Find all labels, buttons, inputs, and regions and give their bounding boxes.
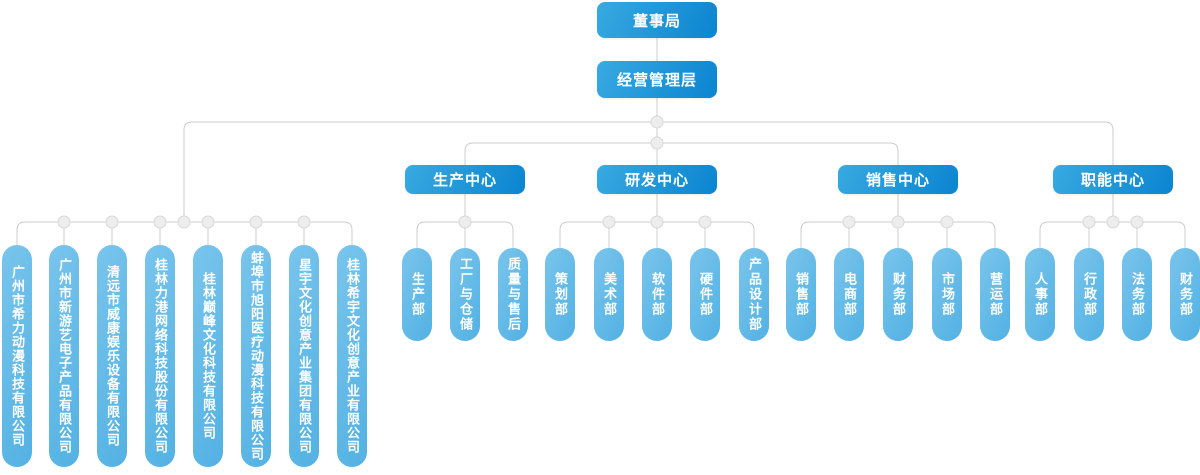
company-label: 桂林力港网络科技股份有限公司 [153,258,168,454]
node-rnd-center: 研发中心 [597,165,717,194]
node-board: 董事局 [597,2,717,38]
department-label: 财务部 [1178,272,1193,317]
node-sales-center: 销售中心 [838,165,958,194]
company-label: 桂林希宇文化创意产业有限公司 [345,258,360,454]
node-department: 软件部 [642,248,672,341]
department-label: 硬件部 [698,272,713,317]
node-company: 桂林希宇文化创意产业有限公司 [337,245,367,467]
node-department: 财务部 [883,248,913,341]
department-label: 软件部 [650,272,665,317]
node-company: 清远市威康娱乐设备有限公司 [97,245,127,467]
node-department: 行政部 [1074,248,1104,341]
junction-dots [57,115,1144,229]
company-label: 星宇文化创意产业集团有限公司 [297,258,312,454]
node-company: 星宇文化创意产业集团有限公司 [289,245,319,467]
company-label: 桂林巅峰文化科技有限公司 [201,272,216,440]
node-department: 产品设计部 [739,248,769,341]
node-department: 质量与售后 [498,248,528,341]
department-label: 电商部 [842,272,857,317]
department-label: 人事部 [1033,272,1048,317]
department-label: 产品设计部 [747,257,762,332]
node-department: 策划部 [545,248,575,341]
node-department: 美术部 [594,248,624,341]
node-department: 人事部 [1025,248,1055,341]
company-label: 蚌埠市旭阳医疗动漫科技有限公司 [249,251,264,461]
node-company: 广州市新游艺电子产品有限公司 [49,245,79,467]
department-label: 工厂与仓储 [458,257,473,332]
department-label: 质量与售后 [506,257,521,332]
node-company: 桂林力港网络科技股份有限公司 [145,245,175,467]
department-label: 策划部 [553,272,568,317]
node-company: 桂林巅峰文化科技有限公司 [193,245,223,467]
node-production-center: 生产中心 [405,165,525,194]
node-department: 电商部 [834,248,864,341]
node-department: 营运部 [980,248,1010,341]
department-label: 营运部 [988,272,1003,317]
department-label: 销售部 [794,272,809,317]
node-department: 法务部 [1122,248,1152,341]
node-management: 经营管理层 [597,61,717,98]
department-label: 市场部 [940,272,955,317]
department-label: 法务部 [1130,272,1145,317]
node-department: 硬件部 [690,248,720,341]
node-department: 工厂与仓储 [450,248,480,341]
company-label: 广州市希力动漫科技有限公司 [10,265,25,447]
department-label: 财务部 [891,272,906,317]
node-department: 市场部 [932,248,962,341]
node-department: 生产部 [402,248,432,341]
node-functional-center: 职能中心 [1053,165,1173,194]
company-label: 清远市威康娱乐设备有限公司 [105,265,120,447]
department-label: 美术部 [602,272,617,317]
node-company: 广州市希力动漫科技有限公司 [2,245,32,467]
department-label: 生产部 [410,272,425,317]
company-label: 广州市新游艺电子产品有限公司 [57,258,72,454]
node-department: 财务部 [1170,248,1200,341]
node-department: 销售部 [786,248,816,341]
department-label: 行政部 [1082,272,1097,317]
node-company: 蚌埠市旭阳医疗动漫科技有限公司 [241,245,271,467]
